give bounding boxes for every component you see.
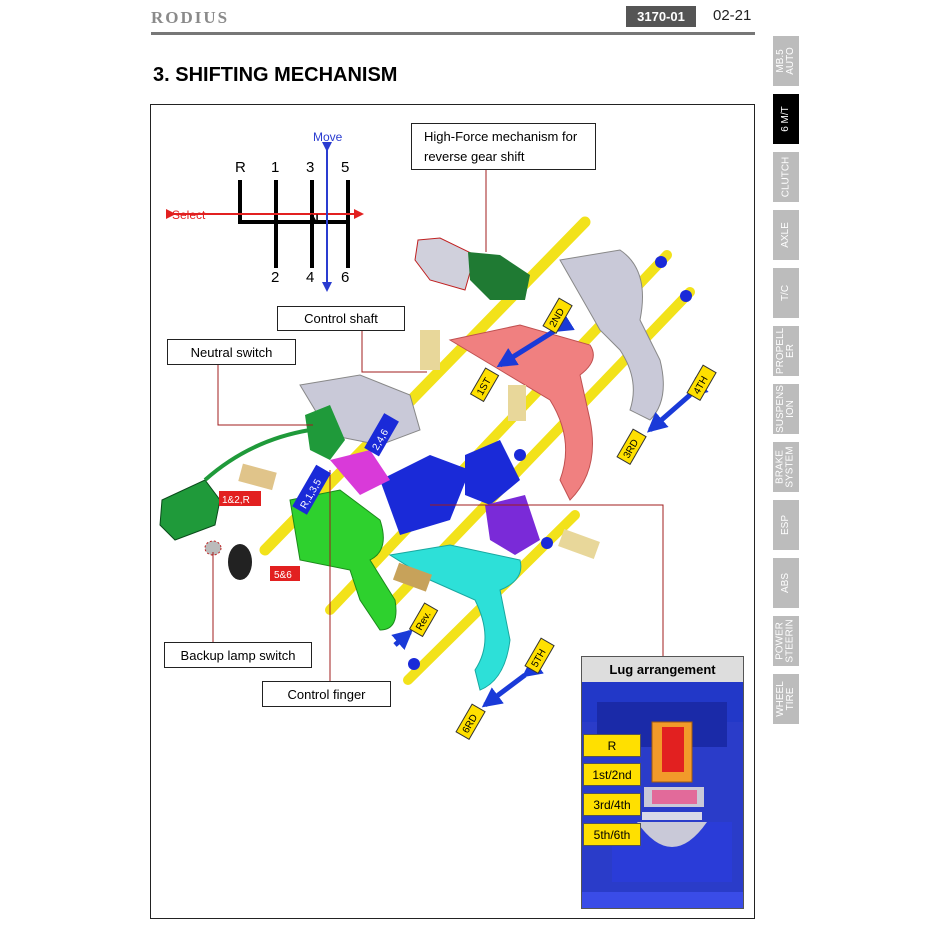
blue-shift-block <box>380 455 470 535</box>
select-label: Select <box>172 208 206 222</box>
backup-lamp-plunger <box>204 540 222 556</box>
neutral-label: N <box>310 212 319 226</box>
gear-4: 4 <box>306 269 314 286</box>
bolt-mid <box>508 385 526 421</box>
high-force-line1: High-Force mechanism for <box>424 129 578 144</box>
move-label: Move <box>313 130 343 144</box>
bolt-tan <box>238 463 277 491</box>
bolt-bronze <box>392 562 432 592</box>
magenta-lug <box>330 450 390 495</box>
shift-pattern: N Move Select R 1 3 5 2 4 6 <box>166 130 364 292</box>
bolt-top <box>420 330 440 370</box>
section-title: 3. SHIFTING MECHANISM <box>153 64 398 86</box>
switch-cable <box>203 428 311 482</box>
lug-item-r: R <box>583 734 641 757</box>
arrow-5th-6th <box>481 657 544 708</box>
arrow-reverse <box>391 629 414 651</box>
gear-2: 2 <box>271 269 279 286</box>
leader-lines <box>212 170 664 682</box>
gear-r: R <box>235 159 246 176</box>
blue-shift-block-2 <box>465 440 520 505</box>
arrow-1st-2nd <box>496 313 575 368</box>
figure-frame <box>150 104 755 919</box>
doc-code-badge: 3170-01 <box>626 6 696 27</box>
high-force-line2: reverse gear shift <box>424 149 525 164</box>
bolt-right <box>558 529 600 559</box>
tab-abs[interactable]: ABS <box>773 558 799 608</box>
high-force-callout: High-Force mechanism for reverse gear sh… <box>411 123 596 170</box>
tab-tc[interactable]: T/C <box>773 268 799 318</box>
green-fork-reverse <box>289 489 397 631</box>
gear-1: 1 <box>271 159 279 176</box>
salmon-fork-1-2 <box>448 324 594 501</box>
brand-logo: RODIUS <box>151 8 230 27</box>
tab-6mt[interactable]: 6 M/T <box>773 94 799 144</box>
gear-3: 3 <box>306 159 314 176</box>
backup-lamp-switch-body <box>228 544 252 580</box>
tab-clutch[interactable]: CLUTCH <box>773 152 799 202</box>
header-divider <box>151 32 755 35</box>
backup-lamp-switch-callout: Backup lamp switch <box>164 642 312 668</box>
green-high-force-part <box>468 252 530 300</box>
page-number: 02-21 <box>713 7 752 24</box>
tag-56: 5&6 <box>274 570 292 581</box>
lug-item-1st-2nd: 1st/2nd <box>583 763 641 786</box>
neutral-switch-callout: Neutral switch <box>167 339 296 365</box>
gear-6: 6 <box>341 269 349 286</box>
tab-axle[interactable]: AXLE <box>773 210 799 260</box>
lug-item-3rd-4th: 3rd/4th <box>583 793 641 816</box>
gray-high-force-housing <box>414 237 476 291</box>
lug-arrangement-panel: Lug arrangement R 1st/2nd 3rd/4th 5th/6t… <box>581 656 744 909</box>
control-shaft-callout: Control shaft <box>277 306 405 331</box>
purple-lug <box>485 495 540 555</box>
tag-12r: 1&2,R <box>222 495 250 506</box>
control-finger-callout: Control finger <box>262 681 391 707</box>
arrow-3rd-4th <box>646 376 709 433</box>
lug-arrangement-title: Lug arrangement <box>582 657 743 683</box>
neutral-switch-body <box>305 405 345 460</box>
neutral-switch-connector <box>159 479 221 541</box>
gear-5: 5 <box>341 159 349 176</box>
lug-item-5th-6th: 5th/6th <box>583 823 641 846</box>
tab-esp[interactable]: ESP <box>773 500 799 550</box>
